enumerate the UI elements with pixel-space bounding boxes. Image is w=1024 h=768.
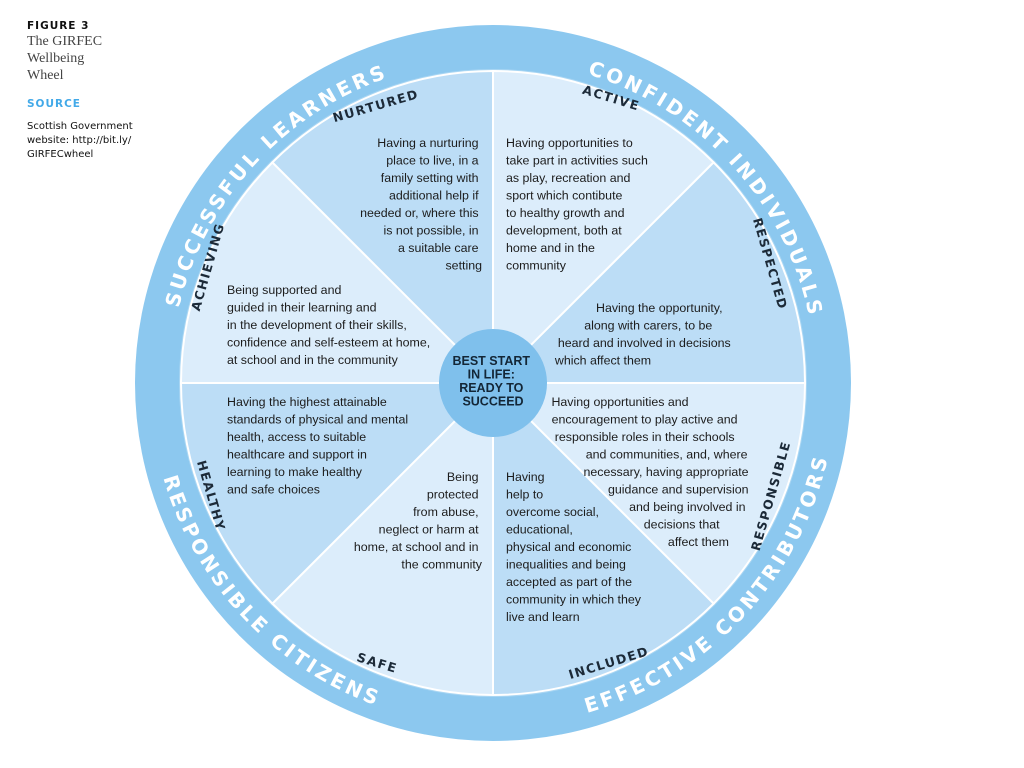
text-line: responsible roles in their schools	[555, 430, 735, 444]
included-description: Having help to overcome social, educatio…	[506, 470, 644, 624]
text-line: family setting with	[381, 171, 479, 185]
center-line: BEST START	[452, 354, 530, 368]
text-line: guidance and supervision	[608, 483, 749, 497]
text-line: the community	[401, 558, 482, 572]
text-line: from abuse,	[413, 505, 478, 519]
text-line: additional help if	[389, 189, 479, 203]
text-line: community in which they	[506, 593, 642, 607]
text-line: confidence and self-esteem at home,	[227, 336, 430, 350]
text-line: affect them	[668, 535, 729, 549]
segment-healthy	[179, 382, 496, 606]
segment-achieving	[179, 160, 496, 384]
active-description: Having opportunities to take part in act…	[506, 136, 651, 273]
segment-safe	[270, 380, 494, 697]
segment-respected	[490, 160, 807, 384]
text-line: along with carers, to be	[584, 319, 712, 333]
segment-active	[492, 69, 716, 386]
center-label: BEST START IN LIFE: READY TO SUCCEED	[452, 354, 533, 409]
text-line: and being involved in	[629, 500, 746, 514]
center-circle	[439, 329, 547, 437]
text-line: accepted as part of the	[506, 575, 632, 589]
text-line: decisions that	[644, 518, 720, 532]
healthy-description: Having the highest attainable standards …	[227, 395, 412, 497]
figure-caption: FIGURE 3 The GIRFEC Wellbeing Wheel SOUR…	[27, 20, 167, 162]
figure-title: The GIRFEC Wellbeing Wheel	[27, 33, 167, 84]
figure-title-line: Wellbeing	[27, 51, 85, 66]
segment-nurtured	[270, 69, 494, 386]
text-line: help to	[506, 488, 543, 502]
text-line: setting	[445, 259, 482, 273]
text-line: community	[506, 259, 567, 273]
text-line: health, access to suitable	[227, 430, 366, 444]
text-line: Having opportunities and	[551, 395, 688, 409]
text-line: healthcare and support in	[227, 448, 367, 462]
safe-description: Being protected from abuse, neglect or h…	[354, 470, 483, 572]
text-line: live and learn	[506, 610, 580, 624]
text-line: at school and in the community	[227, 353, 399, 367]
source-line: Scottish Government	[27, 121, 133, 132]
text-line: take part in activities such	[506, 154, 648, 168]
source-label: SOURCE	[27, 98, 81, 110]
text-line: which affect them	[554, 354, 651, 368]
text-line: Being	[447, 470, 479, 484]
text-line: neglect or harm at	[379, 523, 479, 537]
text-line: in the development of their skills,	[227, 318, 407, 332]
segment-titles: NURTURED ACTIVE RESPECTED RESPONSIBLE IN…	[188, 82, 794, 682]
figure-title-line: Wheel	[27, 68, 64, 83]
segments-layer	[179, 69, 807, 697]
text-line: learning to make healthy	[227, 465, 363, 479]
text-line: Having the opportunity,	[596, 301, 723, 315]
text-line: inequalities and being	[506, 558, 626, 572]
text-line: home, at school and in	[354, 540, 479, 554]
text-line: as play, recreation and	[506, 171, 631, 185]
figure-title-line: The GIRFEC	[27, 34, 103, 49]
center-line: READY TO	[459, 381, 523, 395]
text-line: Having the highest attainable	[227, 395, 387, 409]
text-line: standards of physical and mental	[227, 413, 408, 427]
text-line: sport which contibute	[506, 189, 623, 203]
nurtured-description: Having a nurturing place to live, in a f…	[360, 136, 482, 273]
center-line: IN LIFE:	[468, 368, 515, 382]
text-line: is not possible, in	[383, 224, 478, 238]
text-line: necessary, having appropriate	[583, 465, 748, 479]
text-line: overcome social,	[506, 505, 599, 519]
responsible-description: Having opportunities and encouragement t…	[551, 395, 752, 549]
segment-texts: Having a nurturing place to live, in a f…	[227, 136, 752, 624]
text-line: physical and economic	[506, 540, 631, 554]
text-line: Having opportunities to	[506, 136, 633, 150]
text-line: development, both at	[506, 224, 622, 238]
figure-label: FIGURE 3	[27, 20, 90, 32]
source-line: GIRFECwheel	[27, 149, 94, 160]
segment-included	[492, 380, 716, 697]
text-line: a suitable care	[398, 241, 479, 255]
text-line: Having	[506, 470, 545, 484]
center-line: SUCCEED	[462, 395, 523, 409]
text-line: educational,	[506, 523, 573, 537]
source-line: website: http://bit.ly/	[27, 135, 132, 146]
text-line: Having a nurturing	[377, 136, 478, 150]
text-line: encouragement to play active and	[552, 413, 738, 427]
text-line: and communities, and, where	[586, 448, 748, 462]
achieving-description: Being supported and guided in their lear…	[227, 283, 434, 367]
text-line: protected	[427, 488, 479, 502]
text-line: needed or, where this	[360, 206, 478, 220]
source-text: Scottish Government website: http://bit.…	[27, 120, 167, 162]
text-line: Being supported and	[227, 283, 341, 297]
text-line: and safe choices	[227, 483, 320, 497]
text-line: to healthy growth and	[506, 206, 625, 220]
text-line: place to live, in a	[386, 154, 478, 168]
text-line: guided in their learning and	[227, 301, 377, 315]
text-line: heard and involved in decisions	[558, 336, 731, 350]
segment-responsible	[490, 382, 807, 606]
text-line: home and in the	[506, 241, 595, 255]
respected-description: Having the opportunity, along with carer…	[554, 301, 734, 368]
